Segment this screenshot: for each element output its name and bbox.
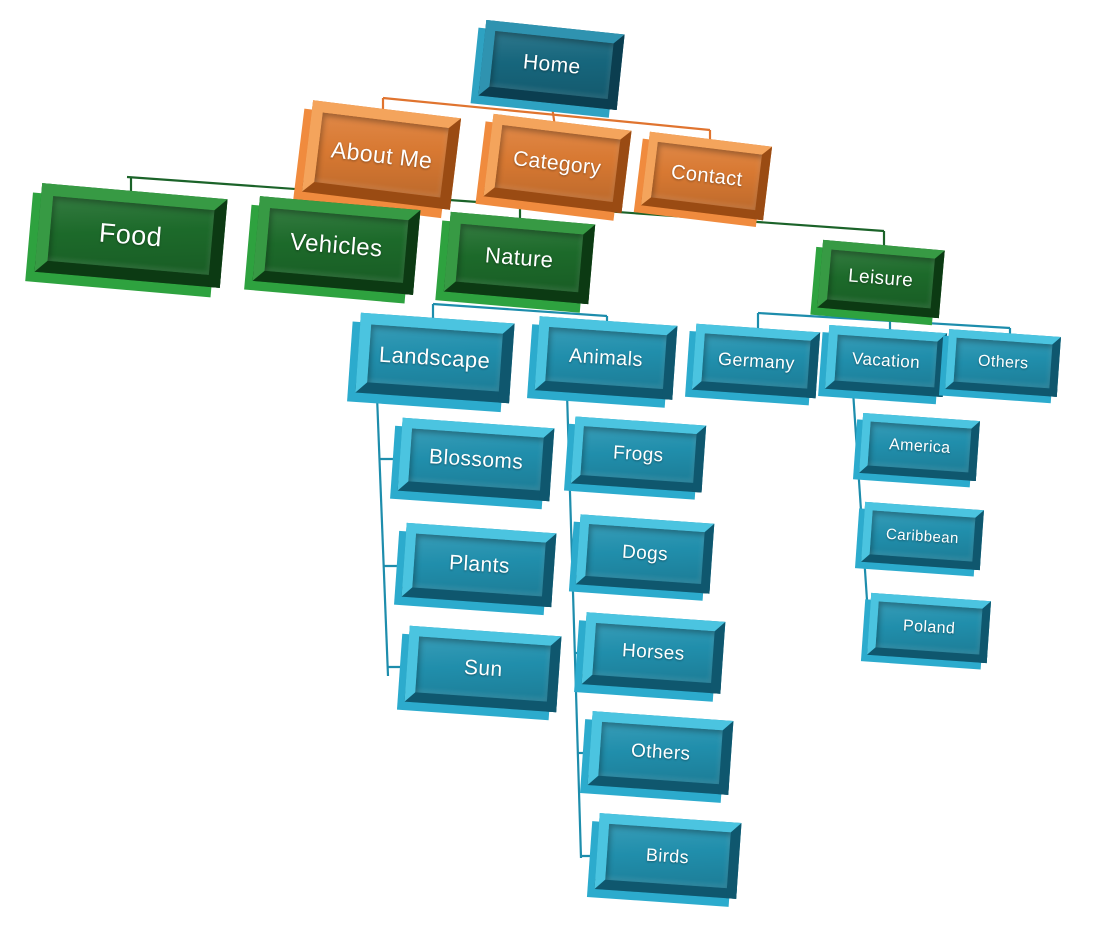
node-leisure[interactable]: Leisure <box>817 239 945 319</box>
node-frogs[interactable]: Frogs <box>570 416 707 493</box>
node-horses-label: Horses <box>621 640 686 665</box>
node-germany-label: Germany <box>717 348 795 373</box>
node-others-animals[interactable]: Others <box>587 711 734 795</box>
node-landscape-label: Landscape <box>378 341 492 374</box>
node-food-label: Food <box>98 217 164 253</box>
node-home[interactable]: Home <box>478 19 625 111</box>
node-america[interactable]: America <box>859 412 980 482</box>
node-birds[interactable]: Birds <box>594 813 742 899</box>
node-leisure-label: Leisure <box>847 265 915 292</box>
node-landscape[interactable]: Landscape <box>355 312 515 404</box>
node-america-label: America <box>888 436 951 457</box>
node-caribbean-label: Caribbean <box>885 525 960 547</box>
node-germany[interactable]: Germany <box>691 323 821 399</box>
node-vehicles-label: Vehicles <box>289 227 384 263</box>
node-animals-label: Animals <box>568 344 644 371</box>
node-plants-label: Plants <box>447 551 511 578</box>
node-about-me[interactable]: About Me <box>301 100 462 210</box>
node-horses[interactable]: Horses <box>581 612 726 694</box>
node-vacation[interactable]: Vacation <box>824 324 948 398</box>
node-others-leisure-label: Others <box>977 352 1029 373</box>
node-frogs-label: Frogs <box>612 441 665 467</box>
node-caribbean[interactable]: Caribbean <box>861 501 984 571</box>
node-dogs-label: Dogs <box>621 541 669 566</box>
node-blossoms[interactable]: Blossoms <box>397 417 555 502</box>
node-poland[interactable]: Poland <box>866 592 992 664</box>
node-birds-label: Birds <box>645 844 691 867</box>
node-poland-label: Poland <box>902 617 956 638</box>
node-category-label: Category <box>512 146 603 180</box>
node-sun-label: Sun <box>463 655 503 682</box>
node-nature[interactable]: Nature <box>443 211 596 305</box>
node-sun[interactable]: Sun <box>404 625 562 713</box>
node-food[interactable]: Food <box>34 183 228 288</box>
node-vacation-label: Vacation <box>851 348 921 373</box>
node-others-animals-label: Others <box>630 740 691 765</box>
node-contact[interactable]: Contact <box>640 131 773 221</box>
node-nature-label: Nature <box>484 242 555 273</box>
node-dogs[interactable]: Dogs <box>575 514 715 594</box>
node-plants[interactable]: Plants <box>401 522 557 608</box>
node-about-me-label: About Me <box>329 135 434 174</box>
node-home-label: Home <box>521 50 582 79</box>
node-contact-label: Contact <box>669 160 744 191</box>
node-blossoms-label: Blossoms <box>428 444 524 474</box>
node-vehicles[interactable]: Vehicles <box>252 196 421 295</box>
node-category[interactable]: Category <box>483 113 632 214</box>
node-animals[interactable]: Animals <box>534 316 678 400</box>
node-others-leisure[interactable]: Others <box>945 329 1061 397</box>
